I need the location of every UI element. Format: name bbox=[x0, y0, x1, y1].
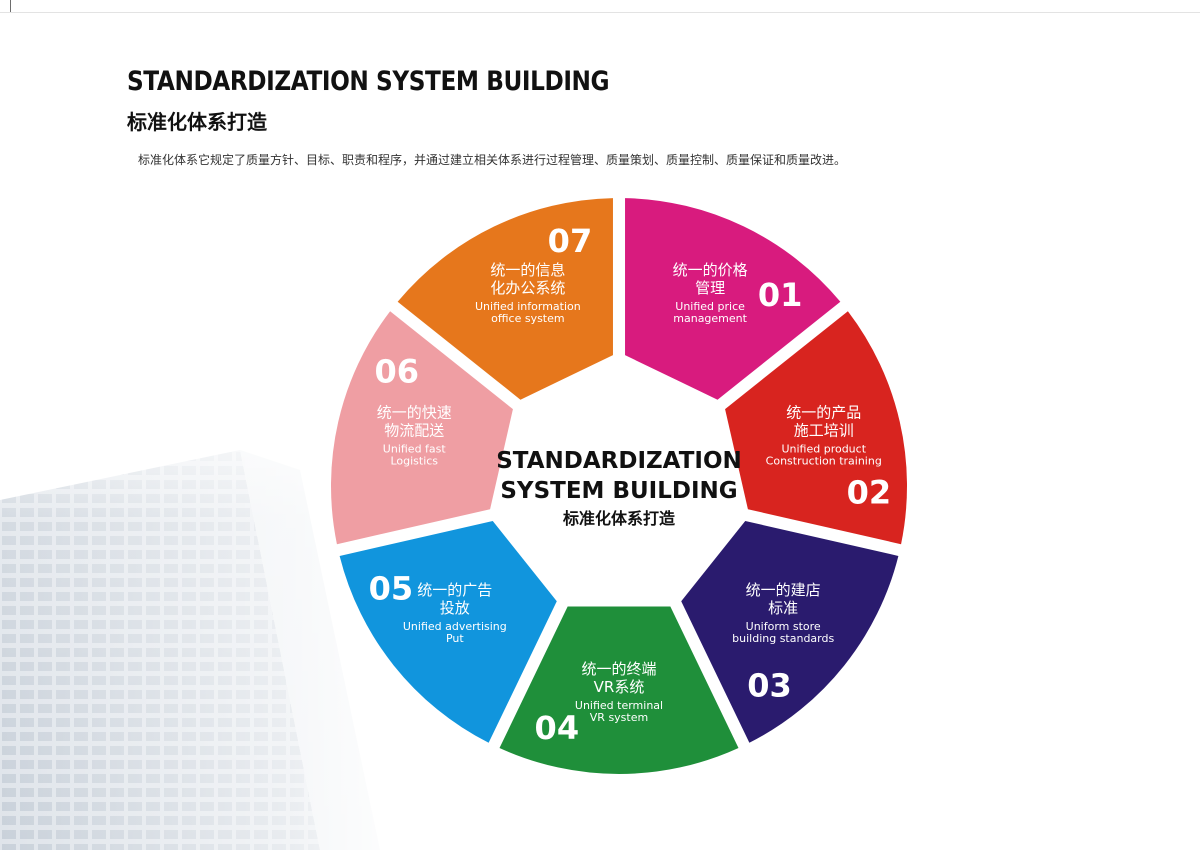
segment-05-number: 05 bbox=[369, 569, 414, 607]
top-rule bbox=[0, 12, 1200, 13]
page-title: STANDARDIZATION SYSTEM BUILDING bbox=[127, 66, 610, 97]
segment-07-number: 07 bbox=[548, 222, 593, 260]
segment-04-label-cn-1: 统一的终端 bbox=[581, 660, 656, 678]
segment-05-label-cn-1: 统一的广告 bbox=[417, 581, 492, 599]
center-title-line1: STANDARDIZATION bbox=[496, 448, 742, 474]
segment-03-wedge bbox=[681, 521, 899, 743]
segment-01-number: 01 bbox=[758, 276, 803, 314]
segment-01-wedge bbox=[625, 198, 841, 400]
segment-05-label-en-2: Put bbox=[446, 632, 464, 645]
intro-text: 标准化体系它规定了质量方针、目标、职责和程序，并通过建立相关体系进行过程管理、质… bbox=[138, 153, 847, 167]
segment-05-label-en-1: Unified advertising bbox=[403, 620, 507, 633]
segment-07-label-en-1: Unified information bbox=[475, 300, 581, 313]
segment-05-label-cn-2: 投放 bbox=[440, 599, 470, 617]
segment-02-wedge bbox=[725, 311, 907, 545]
segment-01-label-en-2: management bbox=[673, 312, 747, 325]
segment-04-label-en-2: VR system bbox=[590, 711, 648, 724]
segment-03-number: 03 bbox=[747, 667, 792, 705]
segment-02-number: 02 bbox=[847, 474, 892, 512]
segment-06-label-cn-1: 统一的快速 bbox=[377, 403, 452, 421]
segment-02-label-cn-1: 统一的产品 bbox=[786, 403, 861, 421]
segment-01-label-en-1: Unified price bbox=[675, 300, 745, 313]
segment-03-label-cn-2: 标准 bbox=[768, 599, 798, 617]
segment-06-wedge bbox=[330, 311, 513, 545]
segment-03-label-en-1: Uniform store bbox=[746, 620, 821, 633]
segment-03-label-cn-1: 统一的建店 bbox=[746, 581, 821, 599]
segment-02-label-en-2: Construction training bbox=[766, 454, 882, 467]
segment-07-label-cn-2: 化办公系统 bbox=[490, 279, 565, 297]
segment-06-label-en-1: Unified fast bbox=[383, 442, 447, 455]
segment-04-label-en-1: Unified terminal bbox=[575, 699, 663, 712]
segment-01-label-cn-2: 管理 bbox=[695, 279, 725, 297]
segment-07-label-cn-1: 统一的信息 bbox=[490, 261, 565, 279]
segment-07-label-en-2: office system bbox=[491, 312, 564, 325]
segment-04-wedge bbox=[499, 606, 739, 775]
center-title-cn: 标准化体系打造 bbox=[562, 509, 676, 528]
segment-07-wedge bbox=[397, 198, 613, 400]
segment-06-label-en-2: Logistics bbox=[390, 454, 438, 467]
page-subtitle: 标准化体系打造 bbox=[127, 110, 267, 134]
top-tick bbox=[10, 0, 11, 12]
segment-04-number: 04 bbox=[535, 709, 580, 747]
segment-02-label-en-1: Unified product bbox=[781, 442, 866, 455]
segment-01-label-cn-1: 统一的价格 bbox=[673, 261, 748, 279]
segment-05-wedge bbox=[339, 521, 557, 743]
segment-03-label-en-2: building standards bbox=[732, 632, 834, 645]
segment-06-label-cn-2: 物流配送 bbox=[384, 421, 444, 439]
segment-02-label-cn-2: 施工培训 bbox=[794, 421, 854, 439]
segment-04-label-cn-2: VR系统 bbox=[594, 678, 645, 696]
center-title-line2: SYSTEM BUILDING bbox=[500, 478, 737, 504]
segment-06-number: 06 bbox=[374, 353, 419, 391]
